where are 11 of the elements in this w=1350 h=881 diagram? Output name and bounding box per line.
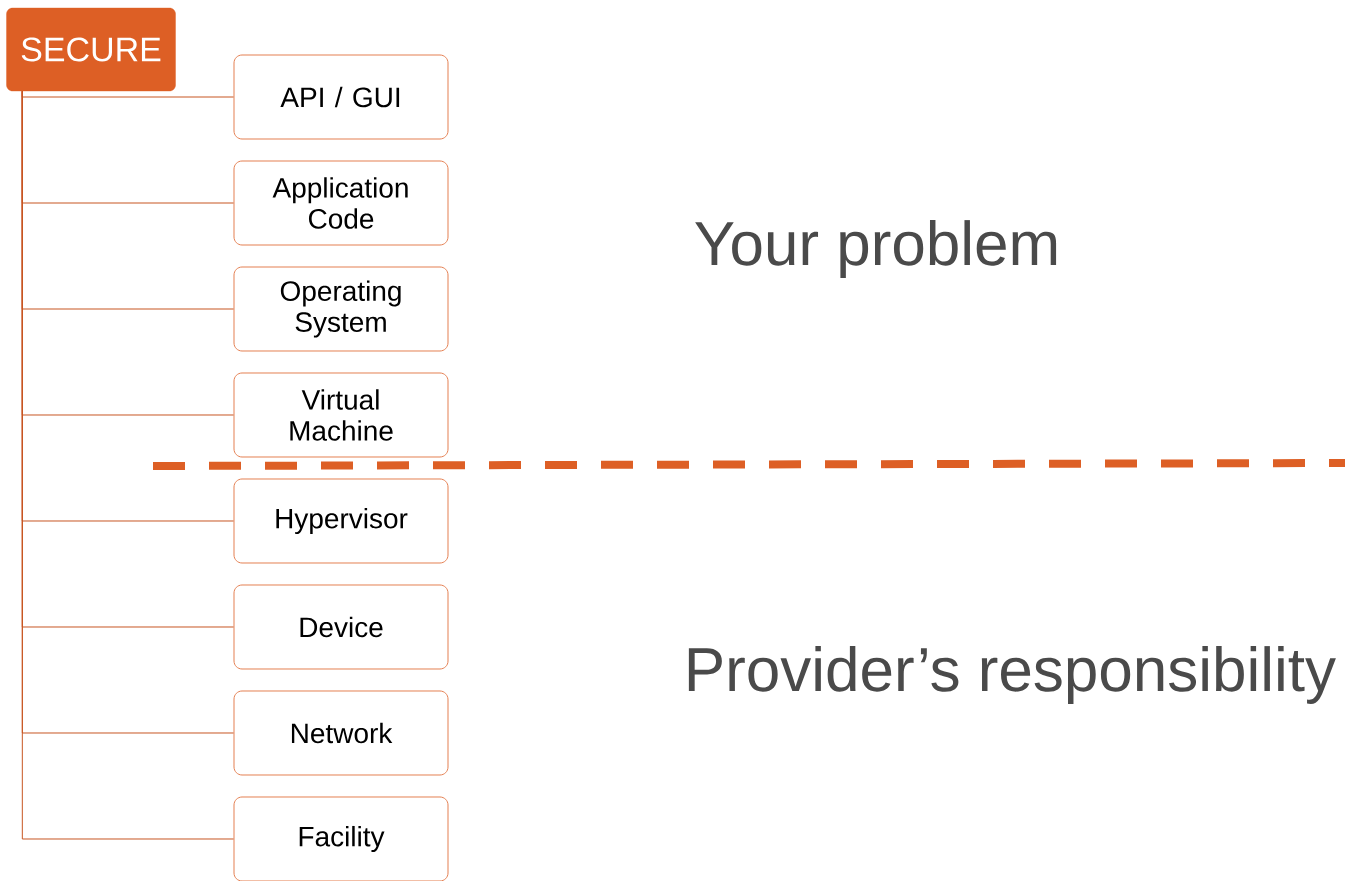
region-label: Provider’s responsibility [688, 646, 1336, 704]
heading-box: SECURE [6, 7, 176, 92]
layer-box: Facility [233, 796, 449, 881]
layer-box: Device [233, 584, 449, 670]
layer-box: API / GUI [233, 54, 449, 140]
layer-box: Application Code [233, 160, 449, 246]
region-label: Your problem [695, 220, 1057, 278]
layer-box: Virtual Machine [233, 372, 449, 458]
layer-box: Operating System [233, 266, 449, 352]
layer-box: Network [233, 690, 449, 776]
layer-box: Hypervisor [233, 478, 449, 564]
